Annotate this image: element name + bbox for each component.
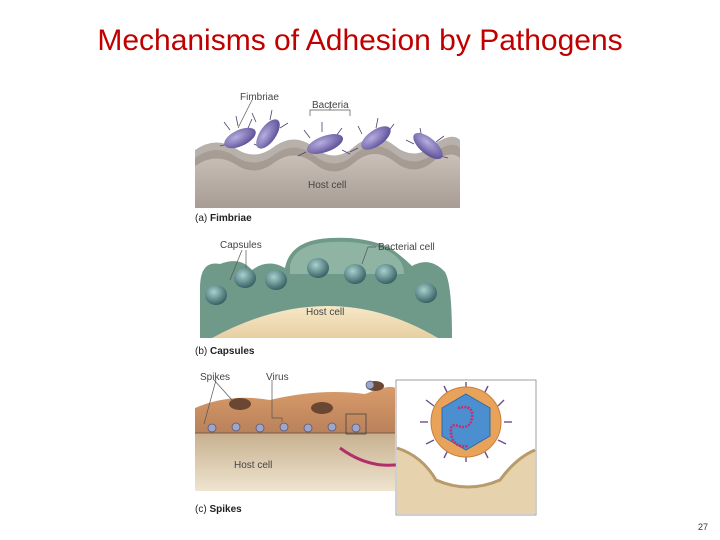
panel-b-label: (b) Capsules <box>195 346 255 357</box>
host-surface-a <box>195 136 460 172</box>
virus-particle <box>279 422 289 432</box>
callout-lines-a <box>237 99 351 129</box>
pit <box>311 402 333 414</box>
callout-capsules: Capsules <box>220 240 262 251</box>
capsule-bacterium <box>234 268 256 288</box>
zoom-box <box>345 413 367 435</box>
inset-host-cell <box>397 448 535 514</box>
pit <box>229 398 251 410</box>
bacterium <box>306 134 344 154</box>
capsule-bacterium <box>307 258 329 278</box>
callout-host-cell-b: Host cell <box>306 307 344 318</box>
virus-particle <box>303 423 313 433</box>
callout-host-cell-c: Host cell <box>234 460 272 471</box>
host-surface-c <box>195 386 395 433</box>
slide-title: Mechanisms of Adhesion by Pathogens <box>97 24 623 57</box>
adhesion-figure: Fimbriae Bacteria Host cell (a) Fimbriae… <box>190 88 550 518</box>
capsule-bacterium <box>415 283 437 303</box>
capsule-bacterium <box>265 270 287 290</box>
callout-lines-b <box>229 246 376 281</box>
virus-particle <box>351 423 361 433</box>
callout-lines-c <box>203 379 283 425</box>
virus-particle <box>365 380 375 390</box>
virus-particle <box>207 423 217 433</box>
virus-capsid <box>441 393 491 451</box>
bacterium <box>256 119 280 149</box>
panel-a-label: (a) Fimbriae <box>195 213 252 224</box>
callout-bacteria: Bacteria <box>312 100 349 111</box>
panel-c-spikes: Spikes Virus Host cell <box>195 372 537 516</box>
host-cell-b <box>212 306 438 338</box>
host-cell-c <box>195 433 395 491</box>
panel-a-fimbriae: Fimbriae Bacteria Host cell (a) Fimbriae <box>195 92 460 224</box>
virus-particle <box>327 422 337 432</box>
callout-virus: Virus <box>266 372 289 383</box>
capsule-bacterium <box>375 264 397 284</box>
callout-fimbriae: Fimbriae <box>240 92 279 103</box>
panel-b-capsules: Capsules Bacterial cell Host cell (b) Ca… <box>195 237 452 357</box>
page-number: 27 <box>697 522 708 532</box>
adhesion-figure-svg: Fimbriae Bacteria Host cell (a) Fimbriae… <box>195 92 537 516</box>
capsule-bacterium <box>344 264 366 284</box>
inset-host-membrane <box>396 446 536 489</box>
callout-bacterial-cell: Bacterial cell <box>378 242 435 253</box>
capsule-bacterium <box>205 285 227 305</box>
virus-particle <box>255 423 265 433</box>
fimbriae-hairs <box>219 109 449 159</box>
virus-particle <box>231 422 241 432</box>
virus-inset <box>395 379 537 516</box>
bacterium <box>413 132 443 160</box>
callout-spikes: Spikes <box>200 372 230 383</box>
callout-host-cell-a: Host cell <box>308 180 346 191</box>
bacterium <box>224 127 256 149</box>
bacterium <box>361 126 391 150</box>
virus-particles <box>207 380 375 433</box>
panel-c-label: (c) Spikes <box>195 504 242 515</box>
virus-genome <box>449 405 474 448</box>
